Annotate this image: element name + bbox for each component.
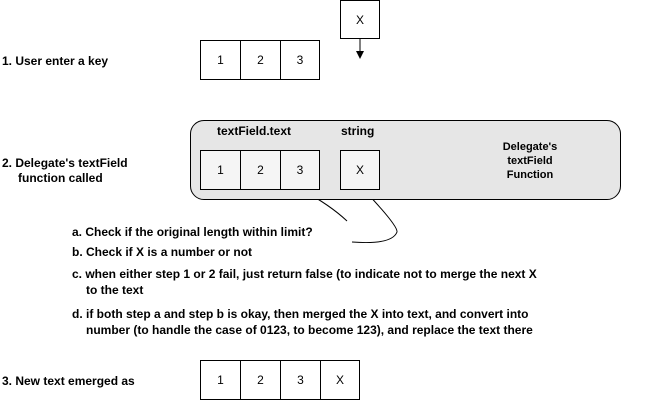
check-a: a. Check if the original length within l… — [72, 225, 313, 239]
step1-cell-2: 2 — [240, 40, 281, 80]
step3-cell-3: 3 — [280, 360, 321, 400]
key-x-box: X — [340, 0, 380, 39]
step2-cell-3: 3 — [280, 150, 320, 190]
step3-cell-1: 1 — [200, 360, 241, 400]
step1-cell-1: 1 — [200, 40, 241, 80]
check-b: b. Check if X is a number or not — [72, 245, 253, 259]
step2-string-cell: X — [340, 150, 380, 190]
delegate-title: Delegate's textField Function — [502, 141, 558, 181]
step1-label: 1. User enter a key — [2, 54, 109, 68]
step1-cell-3: 3 — [280, 40, 320, 80]
step2-cell-1: 1 — [200, 150, 241, 190]
string-header: string — [341, 124, 375, 138]
step3-cell-4: X — [320, 360, 360, 400]
step3-cell-2: 2 — [240, 360, 281, 400]
step2-label: 2. Delegate's textField function called — [2, 156, 128, 185]
check-c: c. when either step 1 or 2 fail, just re… — [72, 267, 537, 297]
textfield-header: textField.text — [217, 124, 292, 138]
step2-cell-2: 2 — [240, 150, 281, 190]
check-d: d. if both step a and step b is okay, th… — [72, 307, 533, 337]
step3-label: 3. New text emerged as — [2, 374, 135, 388]
key-x-value: X — [355, 12, 364, 27]
